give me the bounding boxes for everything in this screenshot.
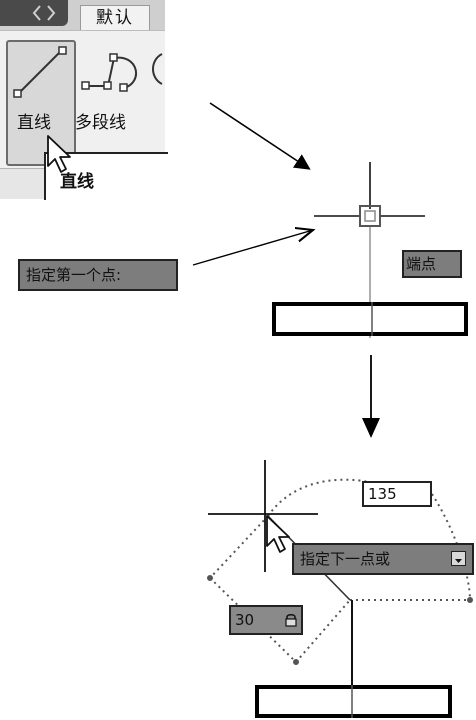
tooltip-text: 直线 [60, 172, 94, 192]
first-point-prompt[interactable]: 指定第一个点: [18, 259, 178, 291]
endpoint-snap-label: 端点 [402, 250, 462, 278]
polyline-tool-label: 多段线 [75, 113, 126, 133]
target-bar-2 [255, 685, 452, 718]
tab-nav-button[interactable] [0, 0, 68, 26]
line-tool-button[interactable] [6, 40, 76, 166]
line-tool-label: 直线 [17, 113, 51, 133]
down-arrow-icon [362, 418, 380, 438]
nav-arrows-icon [32, 5, 56, 21]
cursor-arrow-icon [266, 515, 290, 553]
length-input[interactable]: 135 [362, 481, 432, 507]
angle-value: 30 [235, 611, 255, 629]
dropdown-arrow-icon [455, 559, 462, 563]
cursor-arrow-icon [47, 135, 71, 173]
bar-1-centerline [371, 302, 373, 336]
tooltip [44, 152, 168, 200]
angle-input[interactable]: 30 [229, 605, 303, 635]
bar-2-centerline [351, 685, 353, 718]
target-bar-1 [272, 302, 468, 336]
next-point-prompt[interactable]: 指定下一点或 [292, 543, 474, 575]
crosshair-icon [208, 460, 318, 572]
line-tool-icon [13, 46, 67, 98]
options-dropdown-button[interactable] [451, 551, 466, 566]
lock-icon[interactable] [283, 612, 299, 628]
tab-default[interactable]: 默认 [80, 5, 150, 31]
next-point-prompt-text: 指定下一点或 [300, 550, 391, 568]
polyline-tool-icon [81, 53, 137, 92]
arc-tool-icon[interactable] [148, 44, 165, 104]
